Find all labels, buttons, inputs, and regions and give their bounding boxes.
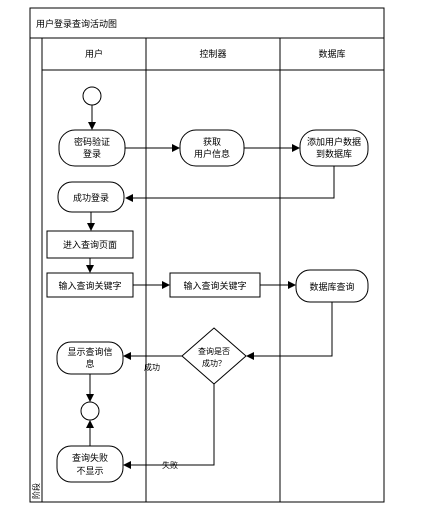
start-node: [82, 86, 102, 106]
node-input-keyword-controller-label: 输入查询关键字: [183, 280, 246, 292]
lane-header-database: 数据库: [318, 48, 345, 60]
node-query-failed-line1: 查询失败: [72, 452, 108, 464]
node-show-query-info-line2: 息: [85, 358, 94, 370]
node-password-verify: [58, 129, 126, 167]
node-query-failed-line2: 不显示: [76, 466, 103, 477]
edge-label-success: 成功: [144, 362, 160, 372]
end-node: [80, 401, 100, 421]
node-add-user-data: [299, 129, 369, 167]
node-input-keyword-user-label: 输入查询关键字: [58, 280, 121, 292]
node-enter-query-page-label: 进入查询页面: [63, 239, 117, 251]
node-show-query-info-line1: 显示查询信: [67, 346, 112, 358]
lane-header-user: 用户: [85, 48, 103, 60]
node-fetch-user-info-line1: 获取: [203, 137, 221, 148]
node-password-verify-line1: 密码验证: [74, 136, 110, 148]
node-add-user-data-line1: 添加用户数据: [307, 136, 361, 148]
lane-header-controller: 控制器: [199, 48, 226, 60]
edge-label-fail: 失败: [162, 460, 178, 470]
node-query-decision-line2: 成功？: [202, 358, 226, 368]
node-fetch-user-info: [179, 129, 245, 167]
phase-label: 阶段: [31, 483, 41, 499]
node-fetch-user-info-line2: 用户信息: [194, 148, 230, 160]
node-password-verify-line2: 登录: [83, 149, 101, 160]
node-database-query-label: 数据库查询: [309, 281, 354, 293]
node-login-success-label: 成功登录: [73, 192, 109, 204]
node-input-keyword-user: [46, 272, 134, 298]
diagram-title: 用户登录查询活动图: [36, 18, 117, 30]
node-add-user-data-line2: 到数据库: [316, 148, 352, 160]
node-query-decision-line1: 查询是否: [198, 346, 230, 356]
node-enter-query-page: [46, 230, 134, 259]
